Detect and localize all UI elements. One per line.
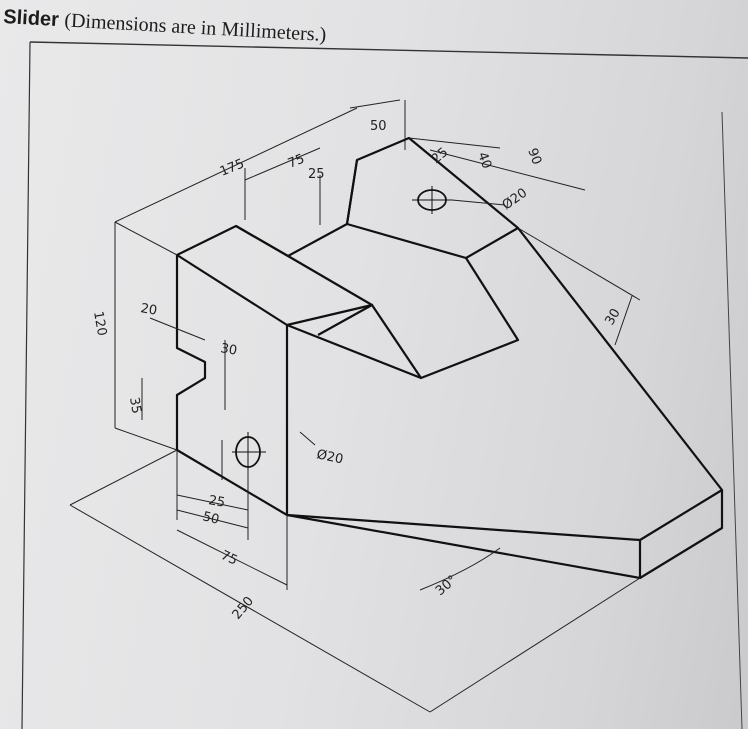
- channel-edge: [235, 225, 289, 257]
- dim-30-right-line: [614, 295, 633, 346]
- dim-25-bottom-label: 25: [207, 493, 226, 511]
- frame-top-line: [29, 41, 748, 59]
- dim-75-line: [244, 147, 321, 181]
- dim-75-top-label: 75: [286, 152, 307, 172]
- dim-25-right-label: 25: [429, 145, 451, 167]
- frame-left-line: [21, 41, 31, 729]
- slider-object: [175, 136, 724, 580]
- dim-50-bottom-line: [176, 509, 249, 529]
- dim-120-label: 120: [90, 310, 109, 337]
- leader-dia20-front: [299, 431, 316, 446]
- end-face: [638, 490, 724, 580]
- dim-50-top-label: 50: [370, 119, 387, 134]
- dim-25-top-label: 25: [308, 167, 325, 182]
- dim-dia20-front-label: Ø20: [315, 447, 344, 467]
- dim-30-right-label: 30: [602, 306, 623, 328]
- dim-35-label: 35: [126, 396, 144, 415]
- dim-30-notch-label: 30: [219, 341, 238, 359]
- dim-50-top-line: [349, 99, 401, 109]
- dim-20-line: [149, 317, 206, 341]
- dim-120-ext: [114, 427, 178, 451]
- dim-30-right-ext: [517, 227, 641, 301]
- dim-175-ext: [114, 221, 178, 256]
- dim-90-line: [429, 149, 586, 191]
- dim-75-bottom-label: 75: [218, 548, 239, 569]
- dim-25-bottom-line: [176, 494, 249, 511]
- left-block-top: [176, 224, 374, 327]
- dim-250-label: 250: [230, 594, 257, 623]
- leader-dia20-top: [451, 199, 506, 206]
- inclined-slot: [317, 159, 520, 380]
- sloping-face: [286, 227, 724, 542]
- dim-250-ext-right: [429, 577, 641, 713]
- dim-50-bottom-label: 50: [201, 509, 221, 528]
- angle-30-label: 30°: [433, 573, 460, 599]
- dim-250-ext-left: [69, 449, 178, 506]
- angle-arc: [419, 547, 501, 591]
- dim-175-line: [114, 107, 358, 223]
- dim-right-ext: [408, 137, 501, 149]
- dim-250-line: [69, 504, 431, 713]
- dim-40-label: 40: [474, 150, 494, 171]
- dim-20-label: 20: [139, 301, 158, 319]
- dim-90-label: 90: [524, 146, 544, 167]
- dim-75-bottom-line: [176, 529, 288, 586]
- frame-right-line: [721, 111, 743, 729]
- front-face: [175, 254, 289, 517]
- dim-175-label: 175: [218, 157, 247, 180]
- bottom-edge: [286, 513, 641, 580]
- right-block-top: [287, 136, 520, 259]
- slot-floor-edge: [286, 323, 422, 380]
- dimension-lines: [69, 99, 641, 713]
- dim-dia20-top-label: Ø20: [500, 186, 531, 214]
